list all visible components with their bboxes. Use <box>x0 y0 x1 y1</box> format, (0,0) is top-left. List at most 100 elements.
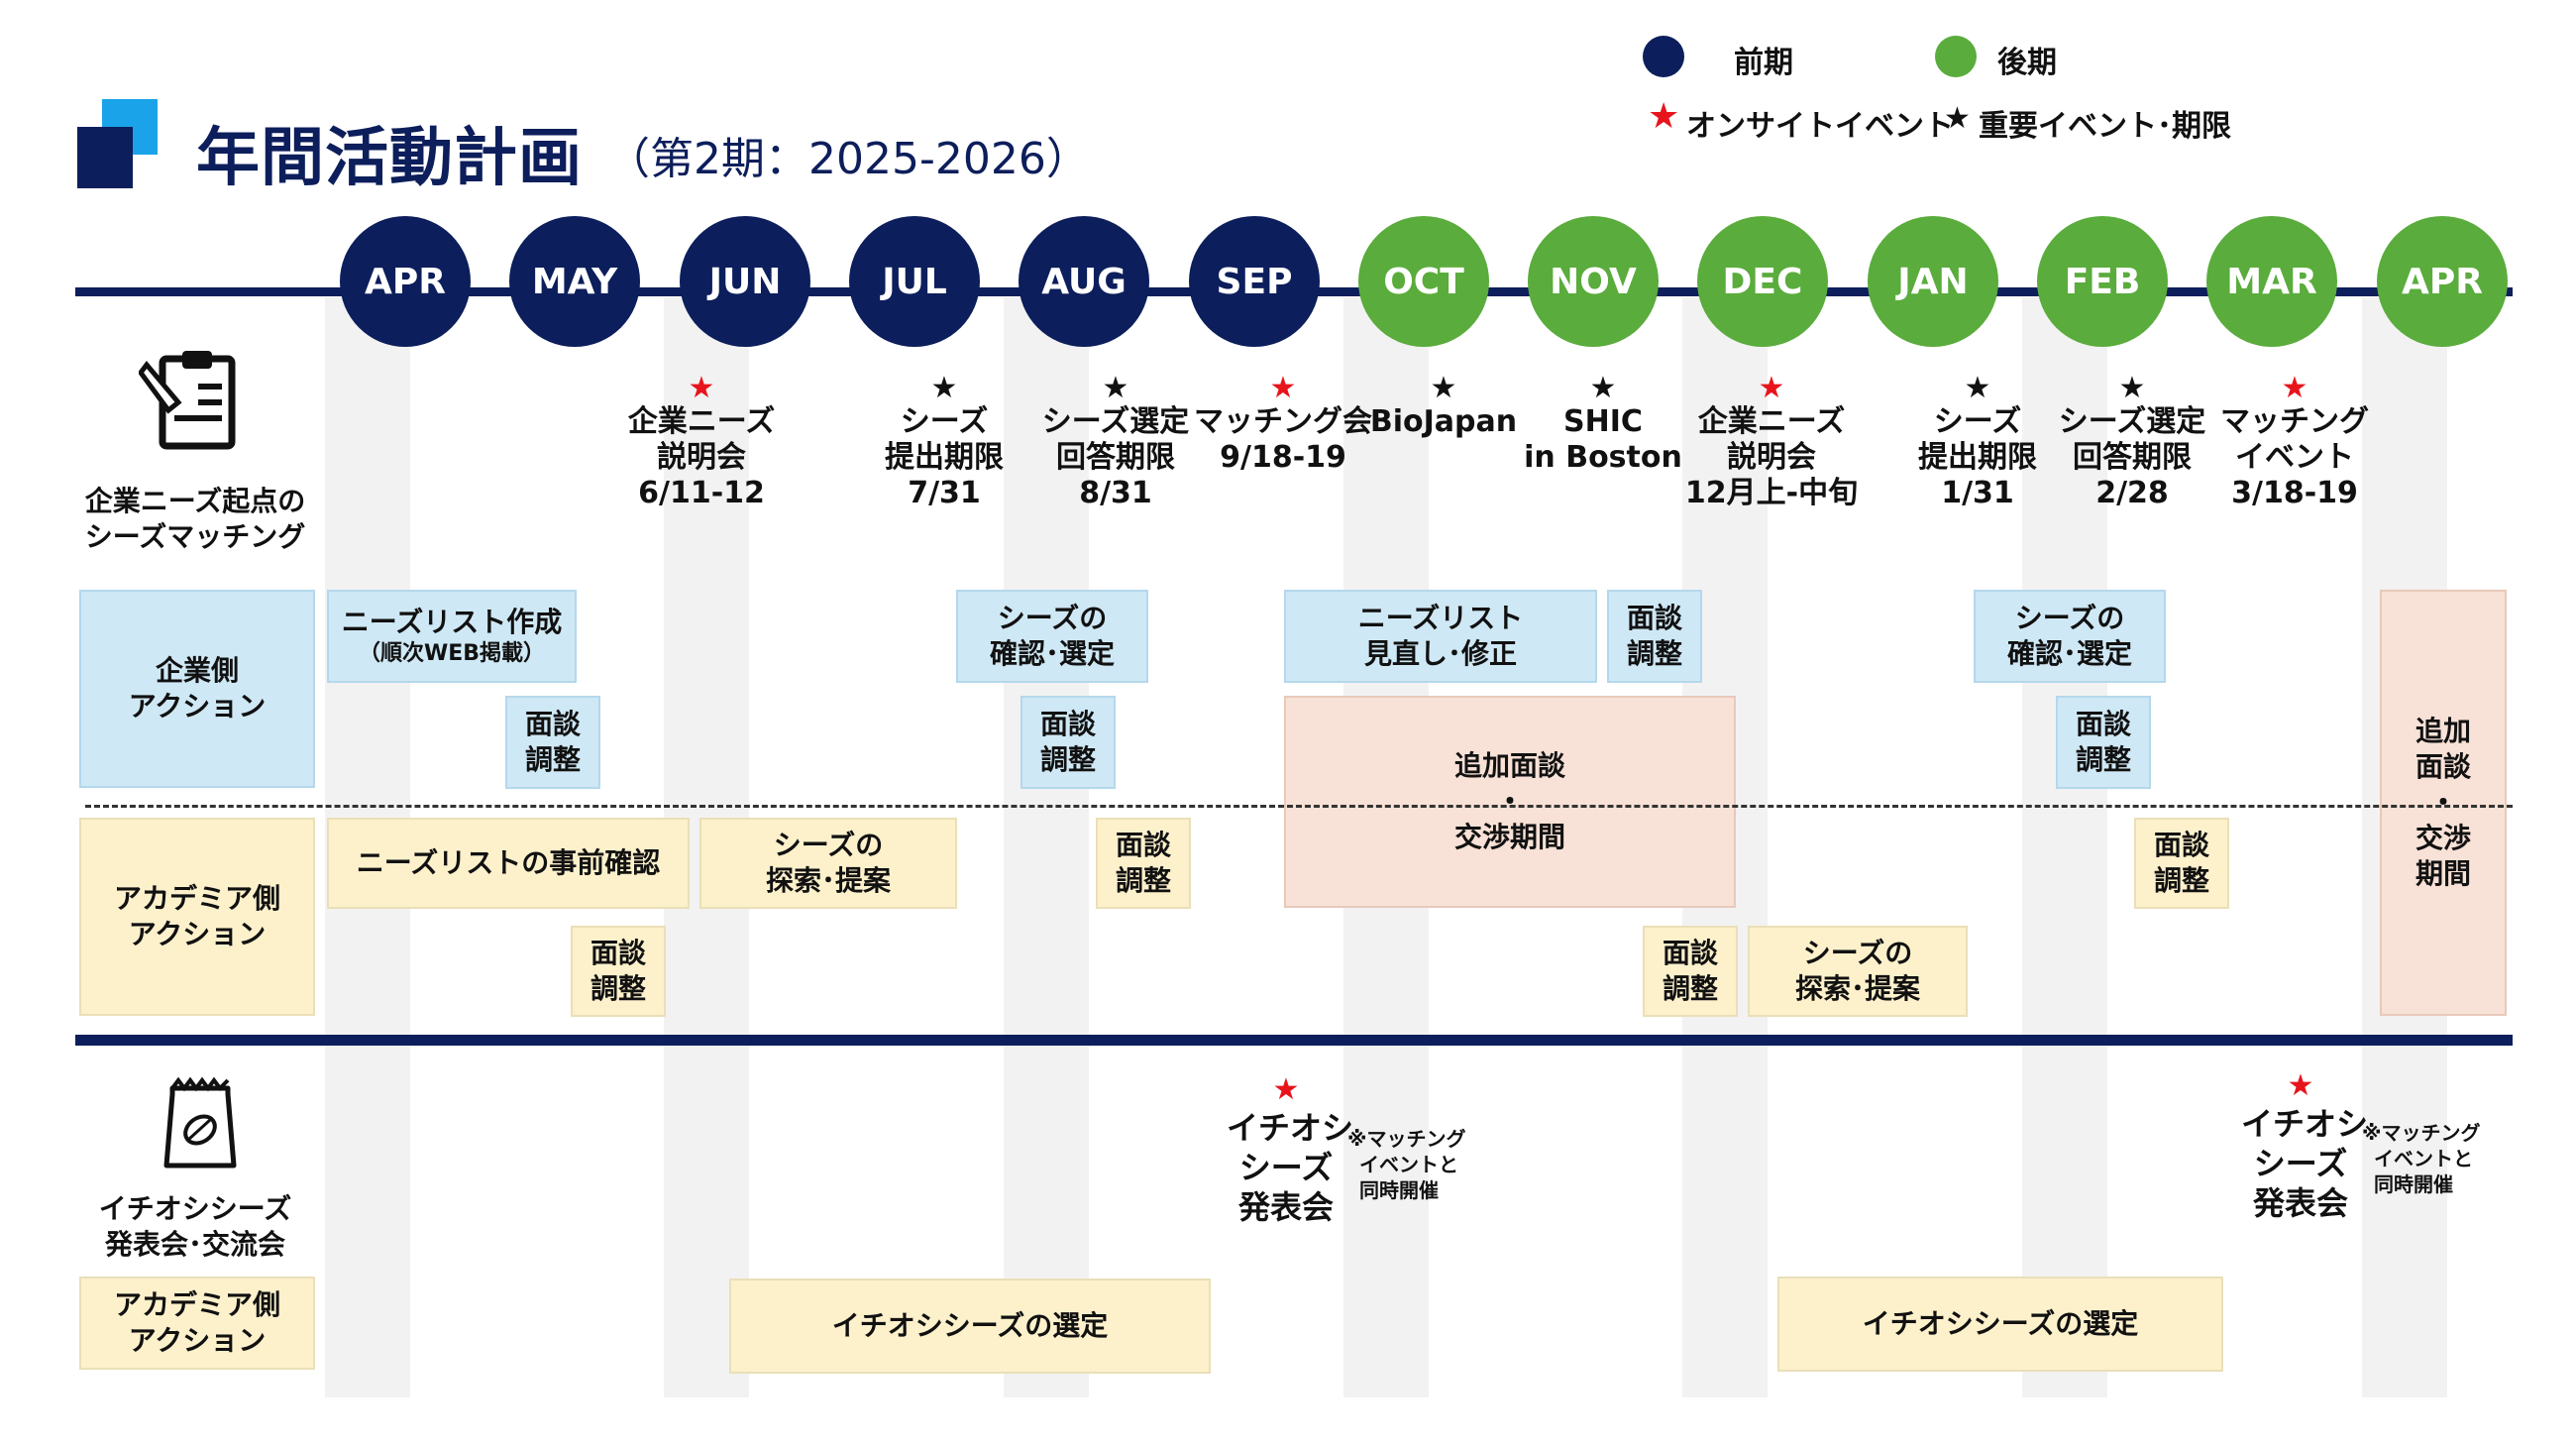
month-circle-may: MAY <box>509 216 640 347</box>
seeds-confirm-box-feb: シーズの 確認･選定 <box>1974 590 2166 683</box>
event-line: 回答期限 <box>1056 440 1175 475</box>
key-star-icon: ★ <box>930 371 958 405</box>
event-line: 説明会 <box>1727 440 1816 475</box>
event-line: 回答期限 <box>2073 440 2192 475</box>
event-line: 8/31 <box>1079 476 1152 510</box>
onsite-star-icon: ★ <box>1758 371 1785 405</box>
box-line: 面談 <box>1039 708 1096 740</box>
big-ev-line: イチオシ <box>1227 1109 1354 1147</box>
academia-action-label: アカデミア側 アクション <box>79 818 315 1016</box>
box-line: 面談 <box>590 937 646 969</box>
section1-label-line2: シーズマッチング <box>84 520 306 553</box>
note-line: ※マッチング <box>2362 1121 2481 1145</box>
academia-interview-box-aug: 面談 調整 <box>1096 818 1191 909</box>
section-divider-line <box>75 1035 2513 1046</box>
month-label: APR <box>2402 261 2483 302</box>
box-line: アカデミア側 <box>113 1288 280 1321</box>
section1-label-line1: 企業ニーズ起点の <box>84 485 306 517</box>
box-line: 追加 <box>2415 715 2471 747</box>
box-line: 期間 <box>2415 857 2471 890</box>
legend-onsite-star-icon: ★ <box>1648 96 1680 137</box>
box-line: 面談 <box>1626 602 1682 634</box>
month-circle-feb: FEB <box>2037 216 2168 347</box>
box-line: ・ <box>2428 786 2457 819</box>
section1-label: 企業ニーズ起点の シーズマッチング <box>71 484 319 555</box>
logo-square-dark <box>77 127 133 188</box>
company-interview-box-feb: 面談 調整 <box>2056 696 2151 789</box>
box-line: 探索･提案 <box>1794 972 1920 1005</box>
column-stripe-aug <box>1004 297 1089 1397</box>
seed-bag-icon <box>163 1076 237 1169</box>
box-line: 探索･提案 <box>765 864 891 897</box>
event-line: 企業ニーズ <box>1697 404 1846 439</box>
company-interview-box-nov: 面談 調整 <box>1607 590 1702 683</box>
box-line: 交渉 <box>2415 822 2471 854</box>
box-line: 見直し･修正 <box>1363 637 1517 670</box>
section2-label-line2: 発表会･交流会 <box>104 1228 285 1261</box>
event-line: 1/31 <box>1941 476 2014 510</box>
pick-seeds-presentation-mar: ★ イチオシ シーズ 発表会 <box>2241 1068 2368 1223</box>
legend-second-half-dot <box>1935 36 1977 77</box>
academia-label-line2: アクション <box>128 918 267 950</box>
box-line: シーズの <box>997 602 1108 634</box>
event-line: シーズ選定 <box>2058 404 2206 439</box>
box-line: 確認･選定 <box>2006 637 2132 670</box>
month-circle-apr: APR <box>340 216 471 347</box>
note-line: イベントと <box>2374 1147 2473 1170</box>
needs-list-creation-note: （順次WEB掲載） <box>358 641 546 666</box>
box-line: ニーズリストの事前確認 <box>356 846 661 879</box>
box-line: シーズの <box>2014 602 2125 634</box>
column-stripe-feb <box>2022 297 2107 1397</box>
event-line: BioJapan <box>1369 404 1518 439</box>
event-line: 提出期限 <box>885 440 1004 475</box>
event-line: 企業ニーズ <box>627 404 776 439</box>
box-line: 調整 <box>1039 743 1096 776</box>
academia-interview-box-feb: 面談 調整 <box>2134 818 2229 909</box>
event-line: 説明会 <box>657 440 746 475</box>
onsite-star-icon: ★ <box>2287 1068 2314 1103</box>
box-line: イチオシシーズの選定 <box>831 1309 1109 1342</box>
box-line: 調整 <box>524 743 581 776</box>
month-circle-nov: NOV <box>1528 216 1659 347</box>
onsite-star-icon: ★ <box>1272 1072 1300 1107</box>
month-circle-apr-next: APR <box>2377 216 2508 347</box>
section2-academia-label: アカデミア側 アクション <box>79 1277 315 1370</box>
section-dashed-divider <box>85 805 2513 808</box>
box-line: イチオシシーズの選定 <box>1862 1307 2139 1340</box>
note-line: 同時開催 <box>1359 1178 1439 1202</box>
company-action-label: 企業側 アクション <box>79 590 315 788</box>
event-line: 9/18-19 <box>1220 440 1346 475</box>
legend-first-half-dot <box>1643 36 1684 77</box>
company-interview-box-aug: 面談 調整 <box>1020 696 1116 789</box>
box-line: ・ <box>1495 785 1524 818</box>
month-circle-jan: JAN <box>1868 216 1998 347</box>
month-label: MAR <box>2226 261 2317 302</box>
box-line: 調整 <box>1115 864 1171 897</box>
box-line: 追加面談 <box>1453 749 1565 782</box>
note-line: 同時開催 <box>2374 1172 2453 1196</box>
event-line: 2/28 <box>2095 476 2169 510</box>
section2-label: イチオシシーズ 発表会･交流会 <box>71 1191 319 1263</box>
event-line: 12月上-中旬 <box>1684 476 1859 510</box>
big-ev-line: シーズ <box>1238 1149 1334 1186</box>
event-line: イベント <box>2235 440 2354 475</box>
box-line: 調整 <box>2153 864 2209 897</box>
month-circle-aug: AUG <box>1019 216 1149 347</box>
big-ev-line: 発表会 <box>1237 1188 1334 1226</box>
big-ev-line: シーズ <box>2253 1145 2348 1182</box>
event-line: シーズ選定 <box>1041 404 1190 439</box>
needs-list-creation-text: ニーズリスト作成 <box>341 606 563 638</box>
box-line: 面談 <box>1115 829 1171 861</box>
additional-negotiation-box: 追加面談 ・ 交渉期間 <box>1284 696 1736 908</box>
legend-onsite-label: オンサイトイベント <box>1686 109 1954 144</box>
pick-seeds-selection-box-1: イチオシシーズの選定 <box>729 1279 1211 1374</box>
key-star-icon: ★ <box>1102 371 1129 405</box>
month-label: OCT <box>1383 261 1464 302</box>
needs-list-precheck-box: ニーズリストの事前確認 <box>327 818 690 909</box>
